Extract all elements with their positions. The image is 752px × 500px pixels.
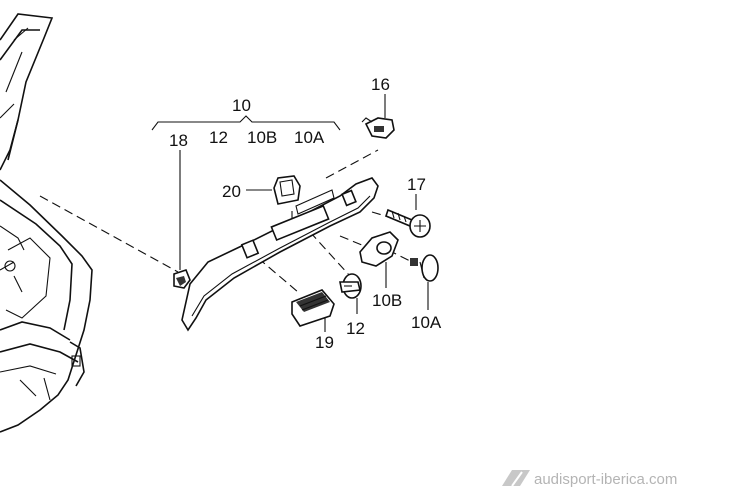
part-19-pad xyxy=(291,289,335,327)
watermark: audisport-iberica.com xyxy=(502,470,677,488)
label-10: 10 xyxy=(232,96,251,115)
label-12: 12 xyxy=(346,319,365,338)
part-16-clip xyxy=(361,117,395,139)
label-19: 19 xyxy=(315,333,334,352)
label-10a-group: 10A xyxy=(294,128,325,147)
watermark-text: audisport-iberica.com xyxy=(534,471,677,488)
label-10b-group: 10B xyxy=(247,128,277,147)
label-12-group: 12 xyxy=(209,128,228,147)
label-16: 16 xyxy=(371,75,390,94)
label-10a: 10A xyxy=(411,313,442,332)
car-rear-body xyxy=(0,13,93,433)
part-20-bracket xyxy=(273,175,301,205)
label-17: 17 xyxy=(407,175,426,194)
part-10a-cap xyxy=(410,254,439,282)
trim-panel-10 xyxy=(181,177,379,332)
part-labels: 10 18 12 10B 10A 16 17 20 10B 12 19 10A xyxy=(169,75,442,352)
leader-lines xyxy=(39,94,429,332)
part-17-screw xyxy=(385,208,431,238)
label-18: 18 xyxy=(169,131,188,150)
part-10b-cover xyxy=(359,231,399,267)
label-20: 20 xyxy=(222,182,241,201)
watermark-logo-icon xyxy=(502,470,530,486)
part-18-clip xyxy=(173,269,191,289)
label-10b: 10B xyxy=(372,291,402,310)
part-12-fastener xyxy=(339,273,362,299)
